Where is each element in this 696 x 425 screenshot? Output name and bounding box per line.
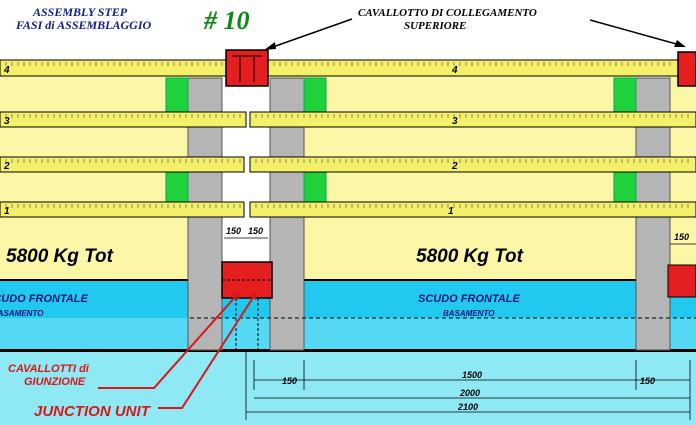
header-background (0, 0, 696, 50)
junction-label-it-line2: GIUNZIONE (24, 376, 86, 388)
load-label-right: 5800 Kg Tot (416, 246, 524, 267)
floor-line (0, 349, 696, 352)
base-label-right-line1: SCUDO FRONTALE (418, 293, 521, 305)
top-connector-label-line2: SUPERIORE (404, 20, 466, 32)
dim-seg-left: 150 (282, 376, 297, 386)
beam-level-label-left-2: 2 (3, 161, 10, 172)
dimension-chain (245, 352, 691, 420)
beam-left-level-2 (0, 156, 245, 173)
beam-level-label-left-3: 1 (4, 206, 10, 217)
junction-label-en: JUNCTION UNIT (34, 403, 152, 420)
load-label-left: 5800 Kg Tot (6, 246, 114, 267)
step-number: # 10 (203, 6, 250, 35)
beam-right-level-2 (249, 156, 696, 173)
beam-level-label-right-3: 1 (448, 206, 454, 217)
beams: 4 4 3 3 2 2 1 1 (0, 59, 696, 218)
green-brackets (165, 77, 637, 203)
dim-total-outer: 2100 (457, 402, 478, 412)
gap-dim-left: 150 (226, 226, 241, 236)
base-label-left-line1: SCUDO FRONTALE (0, 293, 89, 305)
junction-arrow-1 (98, 295, 237, 389)
beam-level-label-left-0: 4 (3, 65, 10, 76)
top-connector-label-line1: CAVALLOTTO DI COLLEGAMENTO (358, 7, 537, 19)
bottom-connector-right (667, 264, 696, 298)
far-right-rack-panel (668, 76, 696, 279)
junction-label-it-line1: CAVALLOTTI di (8, 363, 90, 375)
base-lower-band (0, 318, 696, 349)
beam-left-level-3 (0, 111, 247, 128)
arrow-top-right (589, 19, 681, 46)
beam-right-level-4 (267, 59, 679, 77)
beam-left-level-1 (0, 201, 245, 218)
beam-level-label-right-0: 4 (451, 65, 458, 76)
arrow-top-left (269, 18, 353, 49)
base-label-left-line2: BASAMENTO (0, 309, 44, 318)
base-label-right-line2: BASAMENTO (443, 309, 495, 318)
top-connector-right (677, 51, 696, 87)
right-rack-panel (270, 76, 640, 279)
gap-dim-far-right: 150 (674, 232, 689, 242)
base-top-edge (0, 279, 696, 281)
gap-dim-right: 150 (248, 226, 263, 236)
beam-level-label-right-2: 2 (451, 161, 458, 172)
dim-seg-right: 150 (640, 376, 655, 386)
beam-right-level-1 (249, 201, 696, 218)
title-it: FASI di ASSEMBLAGGIO (15, 18, 152, 32)
beam-level-label-right-1: 3 (452, 116, 458, 127)
junction-arrow-2 (158, 295, 255, 409)
beam-level-label-left-1: 3 (4, 116, 10, 127)
dim-total-inner: 2000 (459, 388, 480, 398)
beam-right-level-3 (249, 111, 696, 128)
dim-seg-mid: 1500 (462, 370, 482, 380)
title-en: ASSEMBLY STEP (32, 5, 128, 19)
top-connector-left (225, 49, 269, 87)
